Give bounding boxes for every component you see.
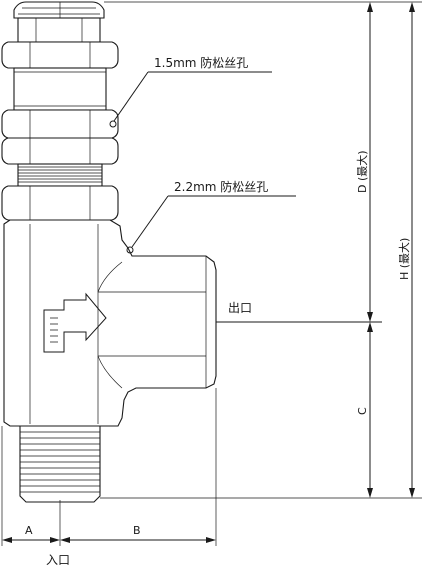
outlet-label: 出口 [228, 301, 252, 315]
dim-c [367, 322, 373, 498]
dim-c-label: C [356, 407, 369, 415]
body-hex-nut [1, 185, 119, 221]
tee-body [3, 219, 217, 427]
lock-hole-mid-icon [126, 246, 134, 254]
dim-b-label: B [133, 524, 141, 537]
callout-leader-top [113, 71, 272, 122]
inlet-label: 入口 [46, 553, 70, 567]
dim-a-label: A [25, 524, 33, 537]
dim-a [2, 537, 60, 543]
flow-arrow-icon [43, 292, 107, 353]
upper-thread [17, 163, 103, 187]
inlet-thread [19, 425, 101, 503]
dim-d-label: D (最大) [355, 150, 369, 193]
dim-h-label: H (最大) [397, 238, 411, 280]
stem-thread [13, 67, 107, 111]
lock-hole-top-icon [109, 120, 117, 128]
stem-body [17, 17, 101, 43]
dim-b [60, 537, 216, 543]
dim-h [409, 2, 415, 498]
dim-d [367, 2, 373, 322]
lower-hex-nut [1, 137, 119, 165]
callout-leader-mid [131, 195, 296, 248]
middle-hex-nut [1, 109, 119, 139]
callout-hole-mid: 2.2mm 防松丝孔 [174, 179, 268, 194]
upper-hex-nut [1, 41, 119, 69]
stem-cap [13, 1, 105, 19]
callout-hole-top: 1.5mm 防松丝孔 [154, 55, 248, 70]
